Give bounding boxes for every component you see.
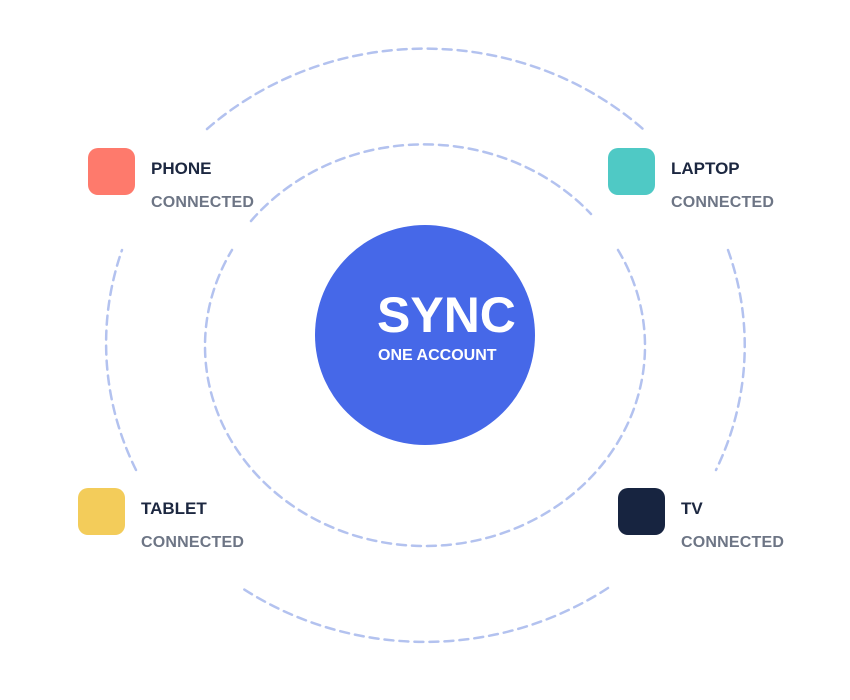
tablet-color-swatch [78,488,125,535]
hub-subtitle: ONE ACCOUNT [378,347,497,364]
tv-color-swatch [618,488,665,535]
tv-status: CONNECTED [681,534,784,551]
inner-ring-right-arc [203,248,647,548]
tv-label: TV [681,499,703,518]
device-phone: PHONE CONNECTED [88,148,254,211]
phone-color-swatch [88,148,135,195]
outer-ring-top-arc [205,47,645,131]
outer-ring [104,47,746,644]
device-tablet: TABLET CONNECTED [78,488,244,551]
outer-ring-left-arc [104,248,138,472]
laptop-status: CONNECTED [671,194,774,211]
laptop-label: LAPTOP [671,159,740,178]
device-laptop: LAPTOP CONNECTED [608,148,774,211]
hub-circle [315,225,535,445]
tablet-label: TABLET [141,499,207,518]
outer-ring-bottom-arc [240,586,610,644]
inner-ring [203,143,647,548]
device-tv: TV CONNECTED [618,488,784,551]
outer-ring-right-arc [714,248,746,472]
tablet-status: CONNECTED [141,534,244,551]
inner-ring-top-arc [249,143,593,223]
phone-status: CONNECTED [151,194,254,211]
phone-label: PHONE [151,159,211,178]
laptop-color-swatch [608,148,655,195]
hub-title: SYNC [377,287,516,343]
sync-hub: SYNC ONE ACCOUNT [315,225,535,445]
